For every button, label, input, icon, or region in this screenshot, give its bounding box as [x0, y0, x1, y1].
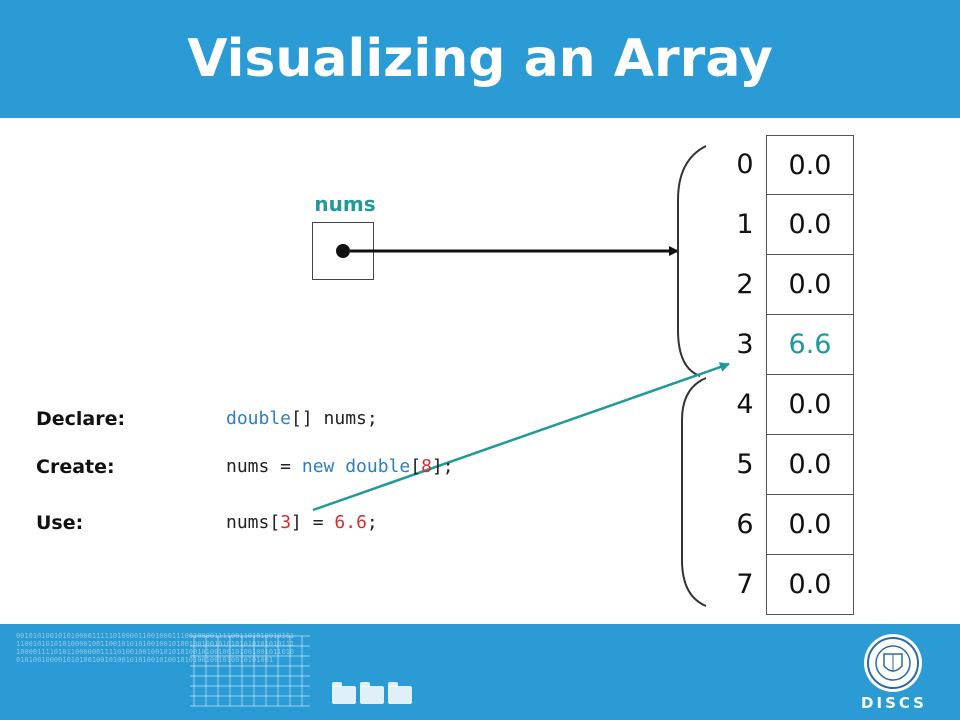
code-token: [] nums; — [291, 408, 378, 429]
grid-chart-icon — [190, 635, 310, 707]
array-index: 2 — [736, 269, 754, 300]
code-token: 6.6 — [334, 512, 367, 533]
binary-pattern-icon: 0010101001010100001111101000011001000111… — [16, 632, 295, 664]
array-value: 0.0 — [766, 255, 854, 315]
code-token: ]; — [431, 456, 454, 477]
array-value: 6.6 — [766, 315, 854, 375]
array-value: 0.0 — [766, 435, 854, 495]
code-token: 3 — [280, 512, 292, 533]
folder-icon — [388, 682, 412, 704]
array-index: 1 — [736, 209, 754, 240]
seal-logo-icon — [864, 634, 922, 692]
top-half-brace — [677, 145, 707, 377]
declare-label: Declare: — [36, 408, 126, 430]
code-token: nums[ — [226, 512, 281, 533]
array-index: 4 — [736, 389, 754, 420]
create-code: nums = new double[8]; — [226, 456, 454, 477]
array-value: 0.0 — [766, 555, 854, 615]
variable-name-label: nums — [314, 192, 376, 216]
code-token: new double — [301, 456, 411, 477]
reference-dot — [336, 244, 350, 258]
create-label: Create: — [36, 456, 115, 478]
declare-code: double[] nums; — [226, 408, 378, 429]
array-value: 0.0 — [766, 375, 854, 435]
array-index: 5 — [736, 449, 754, 480]
array-value: 0.0 — [766, 195, 854, 255]
code-token: 8 — [421, 456, 432, 477]
folder-icon — [360, 682, 384, 704]
array-index: 0 — [736, 149, 754, 180]
array-index: 7 — [736, 569, 754, 600]
bottom-half-brace — [681, 377, 707, 607]
code-token: nums = — [226, 456, 302, 477]
array-value: 0.0 — [766, 135, 854, 195]
title-banner: Visualizing an Array — [0, 0, 960, 118]
array-index: 3 — [736, 329, 754, 360]
brand-name: DISCS — [861, 694, 927, 712]
use-label: Use: — [36, 512, 84, 534]
footer-banner: 0010101001010100001111101000011001000111… — [0, 624, 960, 720]
array-value: 0.0 — [766, 495, 854, 555]
array-index: 6 — [736, 509, 754, 540]
use-arrow — [312, 362, 730, 512]
folder-icon — [332, 682, 356, 704]
code-token: [ — [410, 456, 422, 477]
use-code: nums[3] = 6.6; — [226, 512, 378, 533]
code-token: ] = — [291, 512, 335, 533]
code-token: double — [226, 408, 292, 429]
code-token: ; — [366, 512, 378, 533]
slide-title: Visualizing an Array — [187, 29, 773, 89]
